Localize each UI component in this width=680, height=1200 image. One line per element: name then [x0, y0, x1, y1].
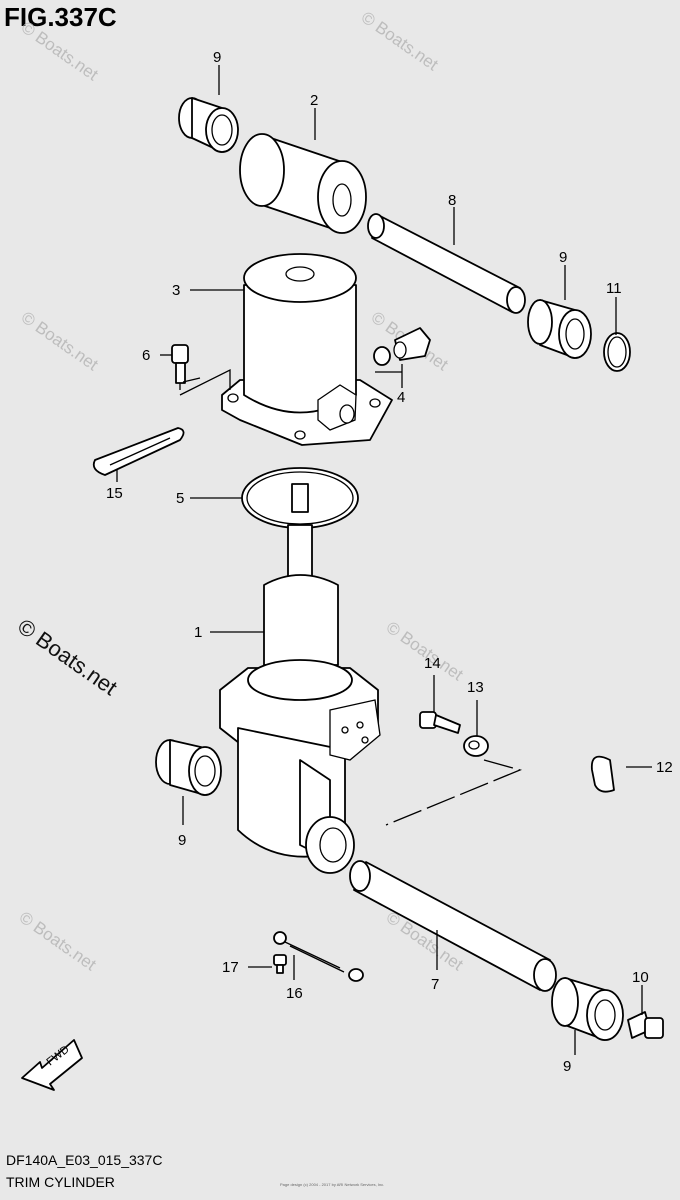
callouts: 9 2 8 9 11 3 6 4 15 5 1 14 13 12 9 7 10 …: [106, 49, 673, 1075]
callout-5: 5: [176, 490, 184, 507]
part-10-bolt: [627, 1011, 664, 1039]
part-4-fitting: [373, 327, 431, 366]
callout-15: 15: [106, 485, 123, 502]
part-14-bolt: [419, 711, 461, 734]
watermark-center-right: © Boats.net: [383, 618, 467, 685]
callout-6: 6: [142, 347, 150, 364]
callout-11: 11: [606, 280, 622, 297]
callout-9-left: 9: [178, 832, 186, 849]
part-6-bolt: [171, 344, 201, 390]
part-1-lower-cylinder: [219, 483, 381, 874]
part-13-washer: [463, 735, 489, 757]
callout-10: 10: [632, 969, 649, 986]
part-8-pin-upper: [367, 213, 526, 314]
callout-9-right: 9: [559, 249, 567, 266]
part-9-bushing-left: [155, 739, 222, 796]
figure-title: FIG.337C: [4, 2, 117, 32]
part-9-bushing-top: [178, 97, 239, 153]
callout-12: 12: [656, 759, 673, 776]
part-12-clip: [590, 755, 615, 793]
part-3-upper-cylinder: [221, 253, 393, 446]
watermark-low-left: © Boats.net: [16, 908, 100, 975]
callout-1: 1: [194, 624, 202, 641]
watermark-top-left: © Boats.net: [18, 18, 102, 85]
callout-4: 4: [397, 389, 405, 406]
callout-13: 13: [467, 679, 484, 696]
leader-lines: [116, 65, 652, 1055]
model-code: DF140A_E03_015_337C: [6, 1152, 163, 1168]
copyright-fine-print: Page design (c) 2004 - 2017 by ARI Netwo…: [280, 1182, 384, 1187]
part-7-pin-lower: [349, 860, 557, 992]
callout-14: 14: [424, 655, 441, 672]
part-9-bushing-right: [527, 299, 592, 359]
callout-2: 2: [310, 92, 318, 109]
callout-9-top: 9: [213, 49, 221, 66]
watermark-top-right: © Boats.net: [358, 8, 442, 75]
part-17-screw: [273, 954, 287, 974]
callout-17: 17: [222, 959, 239, 976]
fwd-direction-arrow: FWD: [21, 1039, 83, 1091]
section-name: TRIM CYLINDER: [6, 1174, 115, 1190]
part-2-cylinder-cover: [239, 133, 367, 234]
callout-9-bottom: 9: [563, 1058, 571, 1075]
part-15-strap: [92, 427, 185, 476]
callout-8: 8: [448, 192, 456, 209]
callout-16: 16: [286, 985, 303, 1002]
part-9-bushing-bottom: [551, 977, 624, 1041]
part-11-snap-ring: [603, 332, 631, 372]
watermark-mid-left: © Boats.net: [18, 308, 102, 375]
part-16-ground-wire: [273, 931, 364, 982]
callout-7: 7: [431, 976, 439, 993]
callout-3: 3: [172, 282, 180, 299]
watermark-center-left: © Boats.net: [13, 614, 122, 701]
